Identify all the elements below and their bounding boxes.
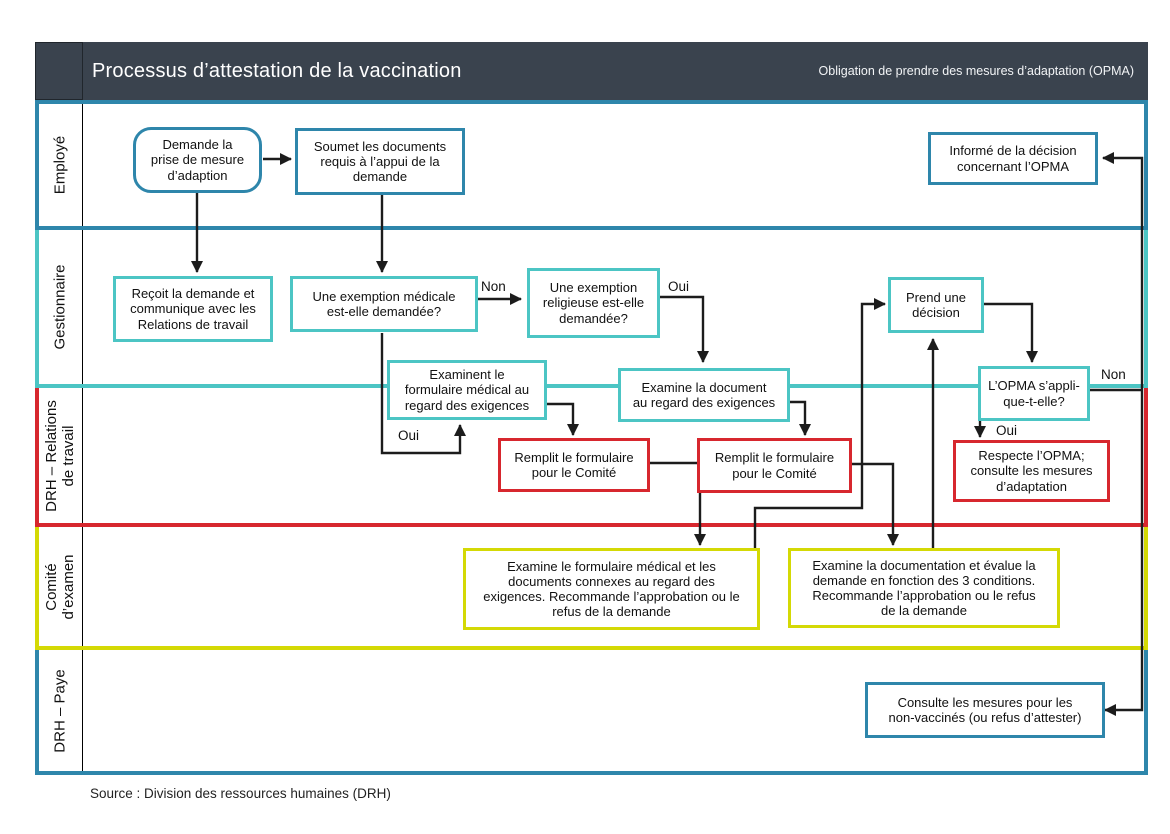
node-exrel: Une exemption religieuse est-elle demand… — [527, 268, 660, 338]
source-note: Source : Division des ressources humaine… — [90, 786, 391, 801]
lane-label-text: Employé — [51, 135, 69, 195]
node-remplit1: Remplit le formulaire pour le Comité — [498, 438, 650, 492]
edge-label-non_opma: Non — [1101, 367, 1126, 382]
node-soumet: Soumet les documents requis à l’appui de… — [295, 128, 465, 195]
lane-label-employe: Employé — [39, 104, 83, 226]
node-examinent: Examinent le formulaire médical au regar… — [387, 360, 547, 420]
node-comite1: Examine le formulaire médical et les doc… — [463, 548, 760, 630]
node-label: Soumet les documents requis à l’appui de… — [313, 138, 447, 185]
diagram-header: Processus d’attestation de la vaccinatio… — [35, 42, 1148, 100]
edge-label-oui_opma: Oui — [996, 423, 1018, 438]
node-opma: L’OPMA s’appli- que-t-elle? — [978, 366, 1090, 421]
node-label: Examine la document au regard des exigen… — [632, 379, 776, 410]
lane-label-drh-paye: DRH – Paye — [39, 650, 83, 771]
node-recoit: Reçoit la demande et communique avec les… — [113, 276, 273, 342]
diagram-subtitle: Obligation de prendre des mesures d’adap… — [818, 64, 1134, 78]
lane-label-comite-examen: Comité d’examen — [39, 527, 83, 646]
node-demande: Demande la prise de mesure d’adaption — [133, 127, 262, 193]
edge-label-oui_med: Oui — [398, 428, 420, 443]
node-examinedoc: Examine la document au regard des exigen… — [618, 368, 790, 422]
node-label: Informé de la décision concernant l’OPMA — [949, 143, 1077, 174]
edge-label-non_med: Non — [481, 279, 506, 294]
node-label: Reçoit la demande et communique avec les… — [130, 286, 256, 332]
diagram-title: Processus d’attestation de la vaccinatio… — [92, 59, 462, 82]
node-label: Une exemption religieuse est-elle demand… — [542, 280, 645, 326]
node-comite2: Examine la documentation et évalue la de… — [788, 548, 1060, 628]
edge-label-oui_rel: Oui — [668, 279, 690, 294]
node-label: Examine la documentation et évalue la de… — [812, 557, 1036, 619]
lane-label-gestionnaire: Gestionnaire — [39, 230, 83, 384]
node-label: Respecte l’OPMA; consulte les mesures d’… — [970, 448, 1093, 494]
node-label: Une exemption médicale est-elle demandée… — [312, 288, 456, 319]
lane-label-drh-relations-travail: DRH – Relations de travail — [39, 388, 83, 523]
node-label: Examine le formulaire médical et les doc… — [483, 558, 740, 620]
node-label: Examinent le formulaire médical au regar… — [404, 367, 530, 413]
node-exmed: Une exemption médicale est-elle demandée… — [290, 276, 478, 332]
node-informe: Informé de la décision concernant l’OPMA — [928, 132, 1098, 185]
node-respecte: Respecte l’OPMA; consulte les mesures d’… — [953, 440, 1110, 502]
lane-label-text: DRH – Paye — [51, 668, 69, 753]
node-label: Remplit le formulaire pour le Comité — [714, 450, 835, 481]
node-label: Consulte les mesures pour les non-vaccin… — [888, 694, 1082, 725]
node-prend: Prend une décision — [888, 277, 984, 333]
node-label: L’OPMA s’appli- que-t-elle? — [988, 378, 1080, 409]
node-label: Remplit le formulaire pour le Comité — [514, 449, 634, 480]
node-label: Demande la prise de mesure d’adaption — [150, 137, 245, 183]
lane-label-text: Gestionnaire — [51, 264, 69, 350]
header-corner-cell — [35, 42, 83, 100]
lane-label-text: Comité d’examen — [42, 553, 77, 620]
node-label: Prend une décision — [906, 289, 966, 320]
node-consulte: Consulte les mesures pour les non-vaccin… — [865, 682, 1105, 738]
lane-label-text: DRH – Relations de travail — [42, 399, 77, 512]
node-remplit2: Remplit le formulaire pour le Comité — [697, 438, 852, 493]
